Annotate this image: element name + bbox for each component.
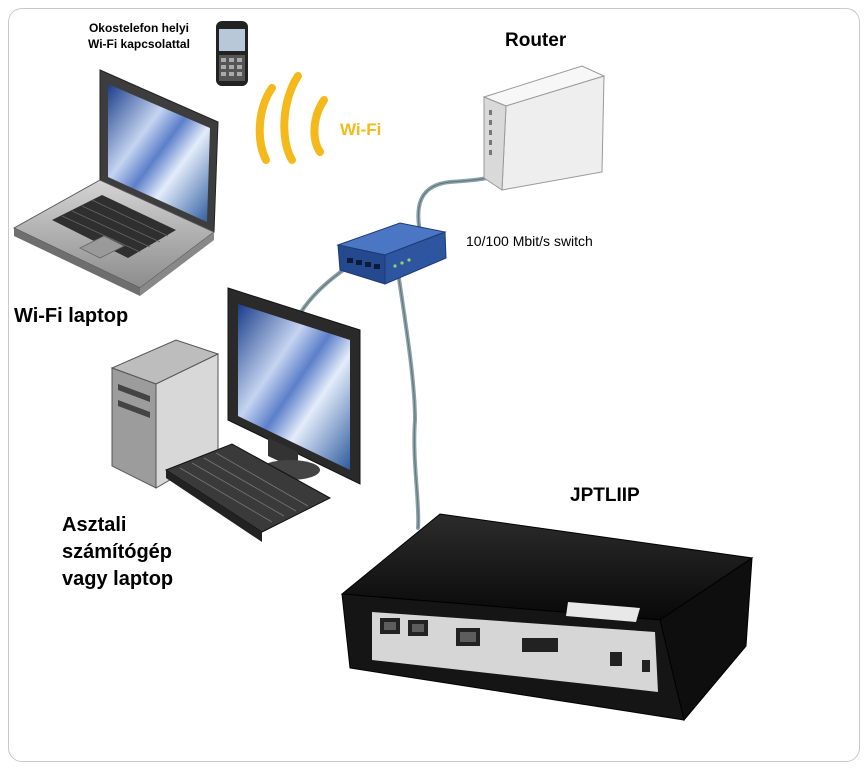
desktop-label-line2: számítógép <box>62 541 173 563</box>
network-switch-icon <box>336 222 447 285</box>
wifi-label: Wi-Fi <box>340 120 382 139</box>
router-label: Router <box>505 30 567 51</box>
smartphone-label-line1: Okostelefon helyi <box>88 21 189 35</box>
desktop-label-line1: Asztali <box>62 514 127 536</box>
smartphone-icon <box>216 21 248 86</box>
jptliip-device-icon <box>340 513 754 722</box>
jptliip-label: JPTLIIP <box>570 485 640 506</box>
wifi-laptop-label: Wi-Fi laptop <box>14 305 129 327</box>
smartphone-label-line2: Wi-Fi kapcsolattal <box>88 37 190 51</box>
switch-label: 10/100 Mbit/s switch <box>466 233 593 249</box>
desktop-label-line3: vagy laptop <box>62 568 174 590</box>
router-icon <box>482 65 606 191</box>
desktop-computer-icon <box>110 287 361 542</box>
smartphone-label: Okostelefon helyi Wi-Fi kapcsolattal <box>88 20 190 52</box>
wifi-waves-icon <box>255 72 328 164</box>
desktop-label: Asztali számítógép vagy laptop <box>62 512 173 593</box>
laptop-icon <box>12 69 219 296</box>
